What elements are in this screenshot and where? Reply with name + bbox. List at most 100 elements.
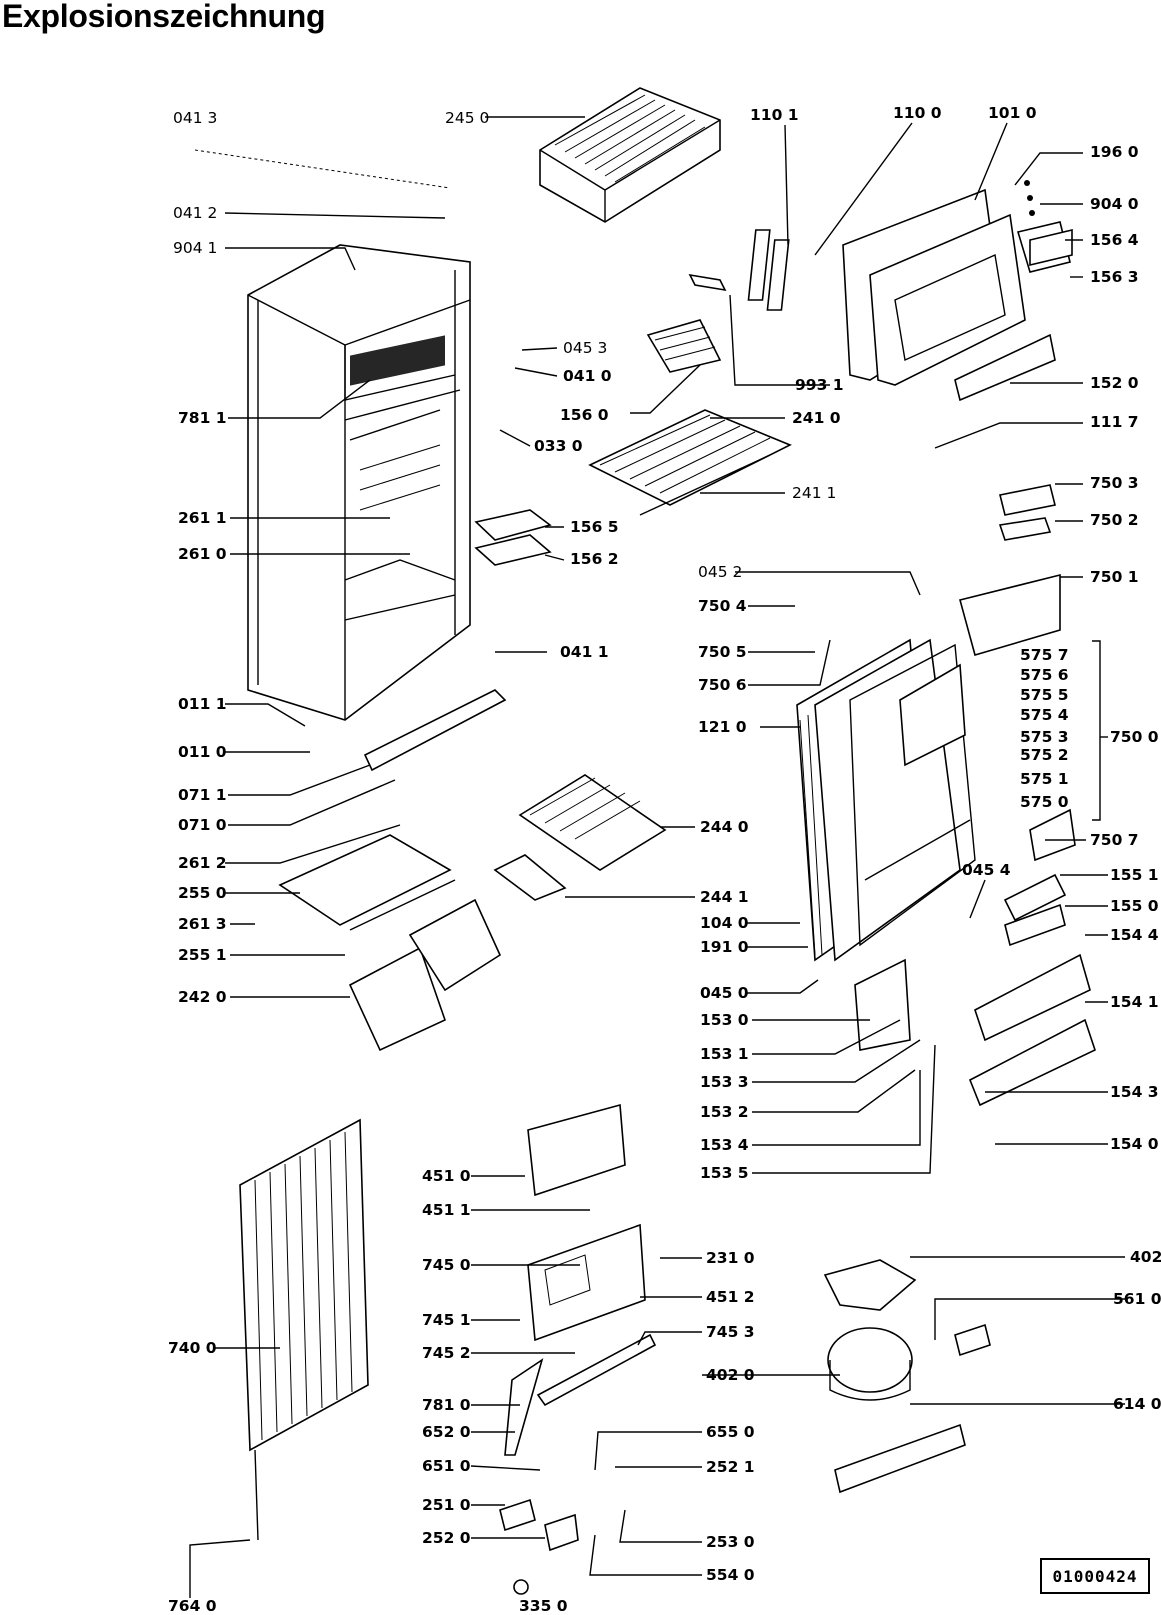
callout-label: 750 5 (698, 643, 747, 661)
callout-label: 152 0 (1090, 374, 1139, 392)
callout-label: 154 0 (1110, 1135, 1159, 1153)
callout-label: 071 1 (178, 786, 227, 804)
callout-label: 045 0 (700, 984, 749, 1002)
callout-label: 033 0 (534, 437, 583, 455)
callout-label: 156 5 (570, 518, 619, 536)
callout-label: 156 4 (1090, 231, 1139, 249)
callout-label: 156 2 (570, 550, 619, 568)
callout-label: 764 0 (168, 1597, 217, 1615)
callout-label: 750 0 (1110, 728, 1159, 746)
callout-label: 041 1 (560, 643, 609, 661)
callout-label: 261 1 (178, 509, 227, 527)
callout-label: 252 0 (422, 1529, 471, 1547)
callout-label: 335 0 (519, 1597, 568, 1615)
callout-label: 154 1 (1110, 993, 1159, 1011)
callout-label: 255 1 (178, 946, 227, 964)
callout-label: 750 1 (1090, 568, 1139, 586)
callout-label: 451 2 (706, 1288, 755, 1306)
callout-label: 451 0 (422, 1167, 471, 1185)
callout-label: 993 1 (795, 376, 844, 394)
callout-label: 575 4 (1020, 706, 1069, 724)
callout-label: 155 0 (1110, 897, 1159, 915)
callout-label: 745 3 (706, 1323, 755, 1341)
callout-label: 045 2 (698, 563, 742, 581)
callout-label: 575 2 (1020, 746, 1069, 764)
callout-label: 101 0 (988, 104, 1037, 122)
callout-label: 241 0 (792, 409, 841, 427)
leader-lines (189, 116, 1125, 1598)
callout-label: 153 1 (700, 1045, 749, 1063)
callout-label: 045 3 (563, 339, 607, 357)
callout-label: 575 5 (1020, 686, 1069, 704)
page-title: Explosionszeichnung (2, 0, 326, 34)
callout-label: 251 0 (422, 1496, 471, 1514)
callout-label: 575 3 (1020, 728, 1069, 746)
callout-label: 242 0 (178, 988, 227, 1006)
callout-label: 402 0 (706, 1366, 755, 1384)
callout-label: 253 0 (706, 1533, 755, 1551)
callout-label: 231 0 (706, 1249, 755, 1267)
callout-label: 045 4 (962, 861, 1011, 879)
callout-label: 750 7 (1090, 831, 1139, 849)
callout-label: 740 0 (168, 1339, 217, 1357)
door-bins (854, 808, 1096, 1107)
callout-label: 156 0 (560, 406, 609, 424)
callout-label: 153 0 (700, 1011, 749, 1029)
callout-label: 071 0 (178, 816, 227, 834)
callout-label: 121 0 (698, 718, 747, 736)
callout-label: 153 4 (700, 1136, 749, 1154)
callout-label: 451 1 (422, 1201, 471, 1219)
callout-label: 153 2 (700, 1103, 749, 1121)
callout-labels: 041 3 245 0 110 1 110 0 101 0 196 0 904 … (168, 104, 1161, 1615)
callout-label: 252 1 (706, 1458, 755, 1476)
callout-label: 261 0 (178, 545, 227, 563)
callout-label: 241 1 (792, 484, 836, 502)
callout-label: 104 0 (700, 914, 749, 932)
callout-label: 575 1 (1020, 770, 1069, 788)
top-cover-245 (539, 87, 721, 223)
callout-label: 652 0 (422, 1423, 471, 1441)
callout-label: 554 0 (706, 1566, 755, 1584)
callout-label: 561 0 (1113, 1290, 1161, 1308)
callout-label: 575 7 (1020, 646, 1069, 664)
callout-label: 154 3 (1110, 1083, 1159, 1101)
callout-label: 261 3 (178, 915, 227, 933)
callout-label: 402 1 (1130, 1248, 1161, 1266)
callout-label: 196 0 (1090, 143, 1139, 161)
callout-label: 750 3 (1090, 474, 1139, 492)
callout-label: 614 0 (1113, 1395, 1161, 1413)
callout-label: 745 1 (422, 1311, 471, 1329)
callout-label: 191 0 (700, 938, 749, 956)
callout-label: 245 0 (445, 109, 489, 127)
callout-label: 750 2 (1090, 511, 1139, 529)
callout-label: 011 1 (178, 695, 227, 713)
freezer-shelves (474, 273, 792, 566)
callout-label: 255 0 (178, 884, 227, 902)
callout-label: 041 0 (563, 367, 612, 385)
callout-label: 041 3 (173, 109, 217, 127)
callout-label: 745 0 (422, 1256, 471, 1274)
callout-label: 111 7 (1090, 413, 1139, 431)
callout-label: 750 6 (698, 676, 747, 694)
document-number: 01000424 (1052, 1566, 1138, 1586)
callout-label: 153 3 (700, 1073, 749, 1091)
callout-label: 154 4 (1110, 926, 1159, 944)
fridge-shelves (278, 689, 667, 1052)
callout-label: 244 0 (700, 818, 749, 836)
callout-label: 575 6 (1020, 666, 1069, 684)
callout-label: 155 1 (1110, 866, 1159, 884)
fridge-door-121 (796, 484, 1061, 962)
callout-label: 904 1 (173, 239, 217, 257)
callout-label: 261 2 (178, 854, 227, 872)
callout-label: 156 3 (1090, 268, 1139, 286)
fridge-cabinet (247, 244, 471, 721)
callout-label: 011 0 (178, 743, 227, 761)
callout-label: 904 0 (1090, 195, 1139, 213)
compressor-402 (823, 1259, 991, 1494)
freezer-door-101 (747, 180, 1073, 402)
callout-label: 651 0 (422, 1457, 471, 1475)
callout-label: 745 2 (422, 1344, 471, 1362)
callout-label: 655 0 (706, 1423, 755, 1441)
callout-label: 575 0 (1020, 793, 1069, 811)
